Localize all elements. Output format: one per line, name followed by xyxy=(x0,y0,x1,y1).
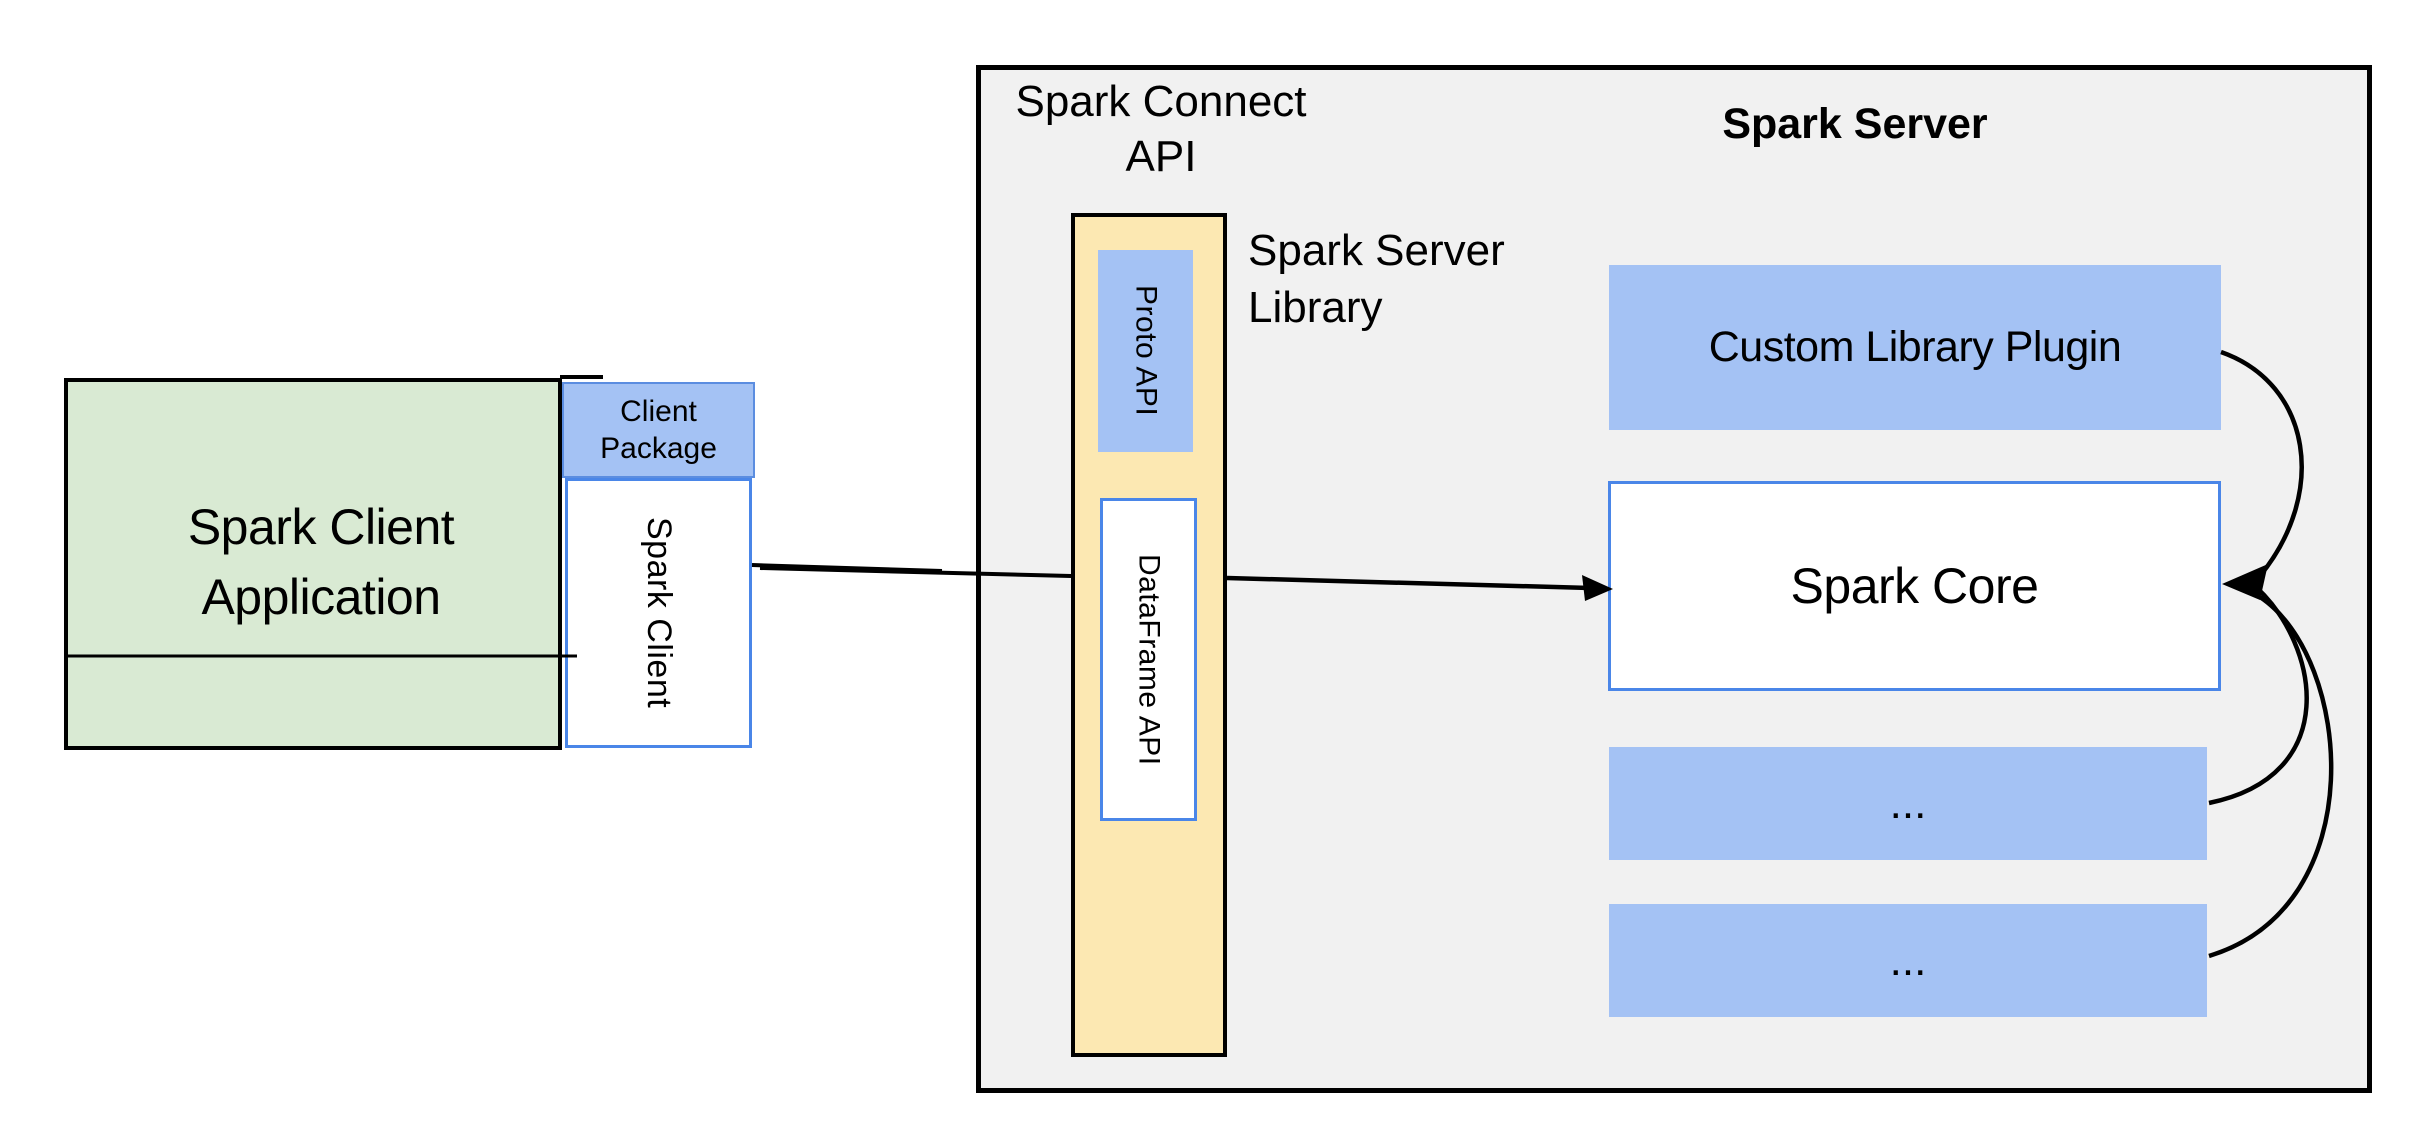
spark-server-library-label-line2: Library xyxy=(1248,283,1383,332)
proto-api-box: Proto API xyxy=(1098,250,1193,452)
dataframe-api-box: DataFrame API xyxy=(1100,498,1197,821)
spark-client-application-label: Spark Client Application xyxy=(64,378,578,746)
client-to-connect-line-a xyxy=(751,563,943,573)
client-package-box: Client Package xyxy=(562,382,755,478)
custom-library-plugin-label: Custom Library Plugin xyxy=(1708,323,2122,371)
spark-server-title: Spark Server xyxy=(1722,100,1988,148)
spark-client-application-label-line1: Spark Client xyxy=(187,499,455,555)
spark-core-label: Spark Core xyxy=(1790,558,2039,614)
spark-client-box: Spark Client xyxy=(565,478,752,748)
more-plugins-label-2: ... xyxy=(1889,935,1927,985)
client-package-label-line2: Package xyxy=(600,432,717,465)
spark-client-label: Spark Client xyxy=(640,517,678,709)
dataframe-api-label: DataFrame API xyxy=(1132,553,1166,766)
more-plugins-box-1: ... xyxy=(1609,747,2207,860)
spark-client-application-box xyxy=(64,378,562,750)
spark-server-library-label-line1: Spark Server xyxy=(1248,226,1505,275)
spark-connect-api-label-line1: Spark Connect xyxy=(1015,77,1307,126)
more-plugins-box-2: ... xyxy=(1609,904,2207,1017)
more-plugins-label-1: ... xyxy=(1889,778,1927,828)
spark-client-application-label-line2: Application xyxy=(201,569,441,625)
custom-library-plugin-box: Custom Library Plugin xyxy=(1609,265,2221,430)
client-package-label-line1: Client xyxy=(620,395,697,428)
proto-api-label: Proto API xyxy=(1129,285,1163,417)
spark-server-library-label: Spark Server Library xyxy=(1248,222,1648,336)
spark-connect-api-label: Spark Connect API xyxy=(986,74,1336,184)
spark-connect-api-label-line2: API xyxy=(1125,132,1197,181)
spark-core-box: Spark Core xyxy=(1608,481,2221,691)
